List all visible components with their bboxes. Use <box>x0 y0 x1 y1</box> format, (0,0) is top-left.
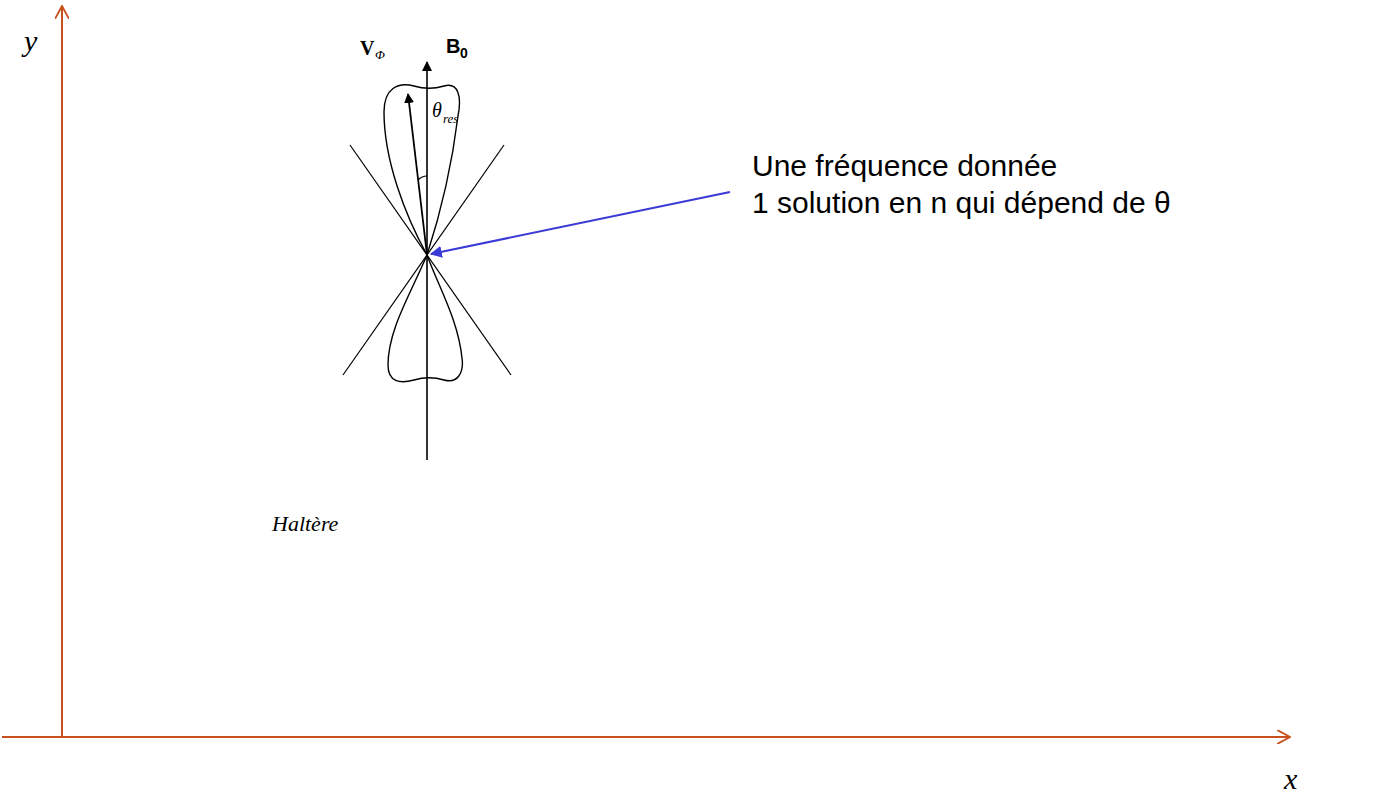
phase-velocity-lobe <box>388 255 462 382</box>
angle-subscript: res <box>443 112 458 125</box>
note: Une fréquence donnée <box>752 151 1057 181</box>
axis-label: y <box>24 26 37 56</box>
vector-label: B <box>446 36 460 56</box>
angle-label: θ <box>432 100 442 120</box>
cone-line <box>350 145 511 375</box>
y-axis <box>61 6 63 738</box>
axis-label: x <box>1284 764 1297 794</box>
note: 1 solution en n qui dépend de θ <box>752 188 1171 218</box>
vector-label: V <box>360 38 374 58</box>
cone-line <box>343 145 504 375</box>
phase-velocity-lobe <box>384 85 459 255</box>
x-axis <box>2 736 1290 738</box>
vector-subscript: Φ <box>375 48 385 61</box>
phase-velocity-vector <box>408 94 427 255</box>
field-vector <box>426 62 428 460</box>
vector-subscript: 0 <box>460 46 468 60</box>
angle-arc <box>418 176 427 180</box>
pointer-arrow <box>431 192 730 254</box>
figure-label: Haltère <box>272 513 338 535</box>
